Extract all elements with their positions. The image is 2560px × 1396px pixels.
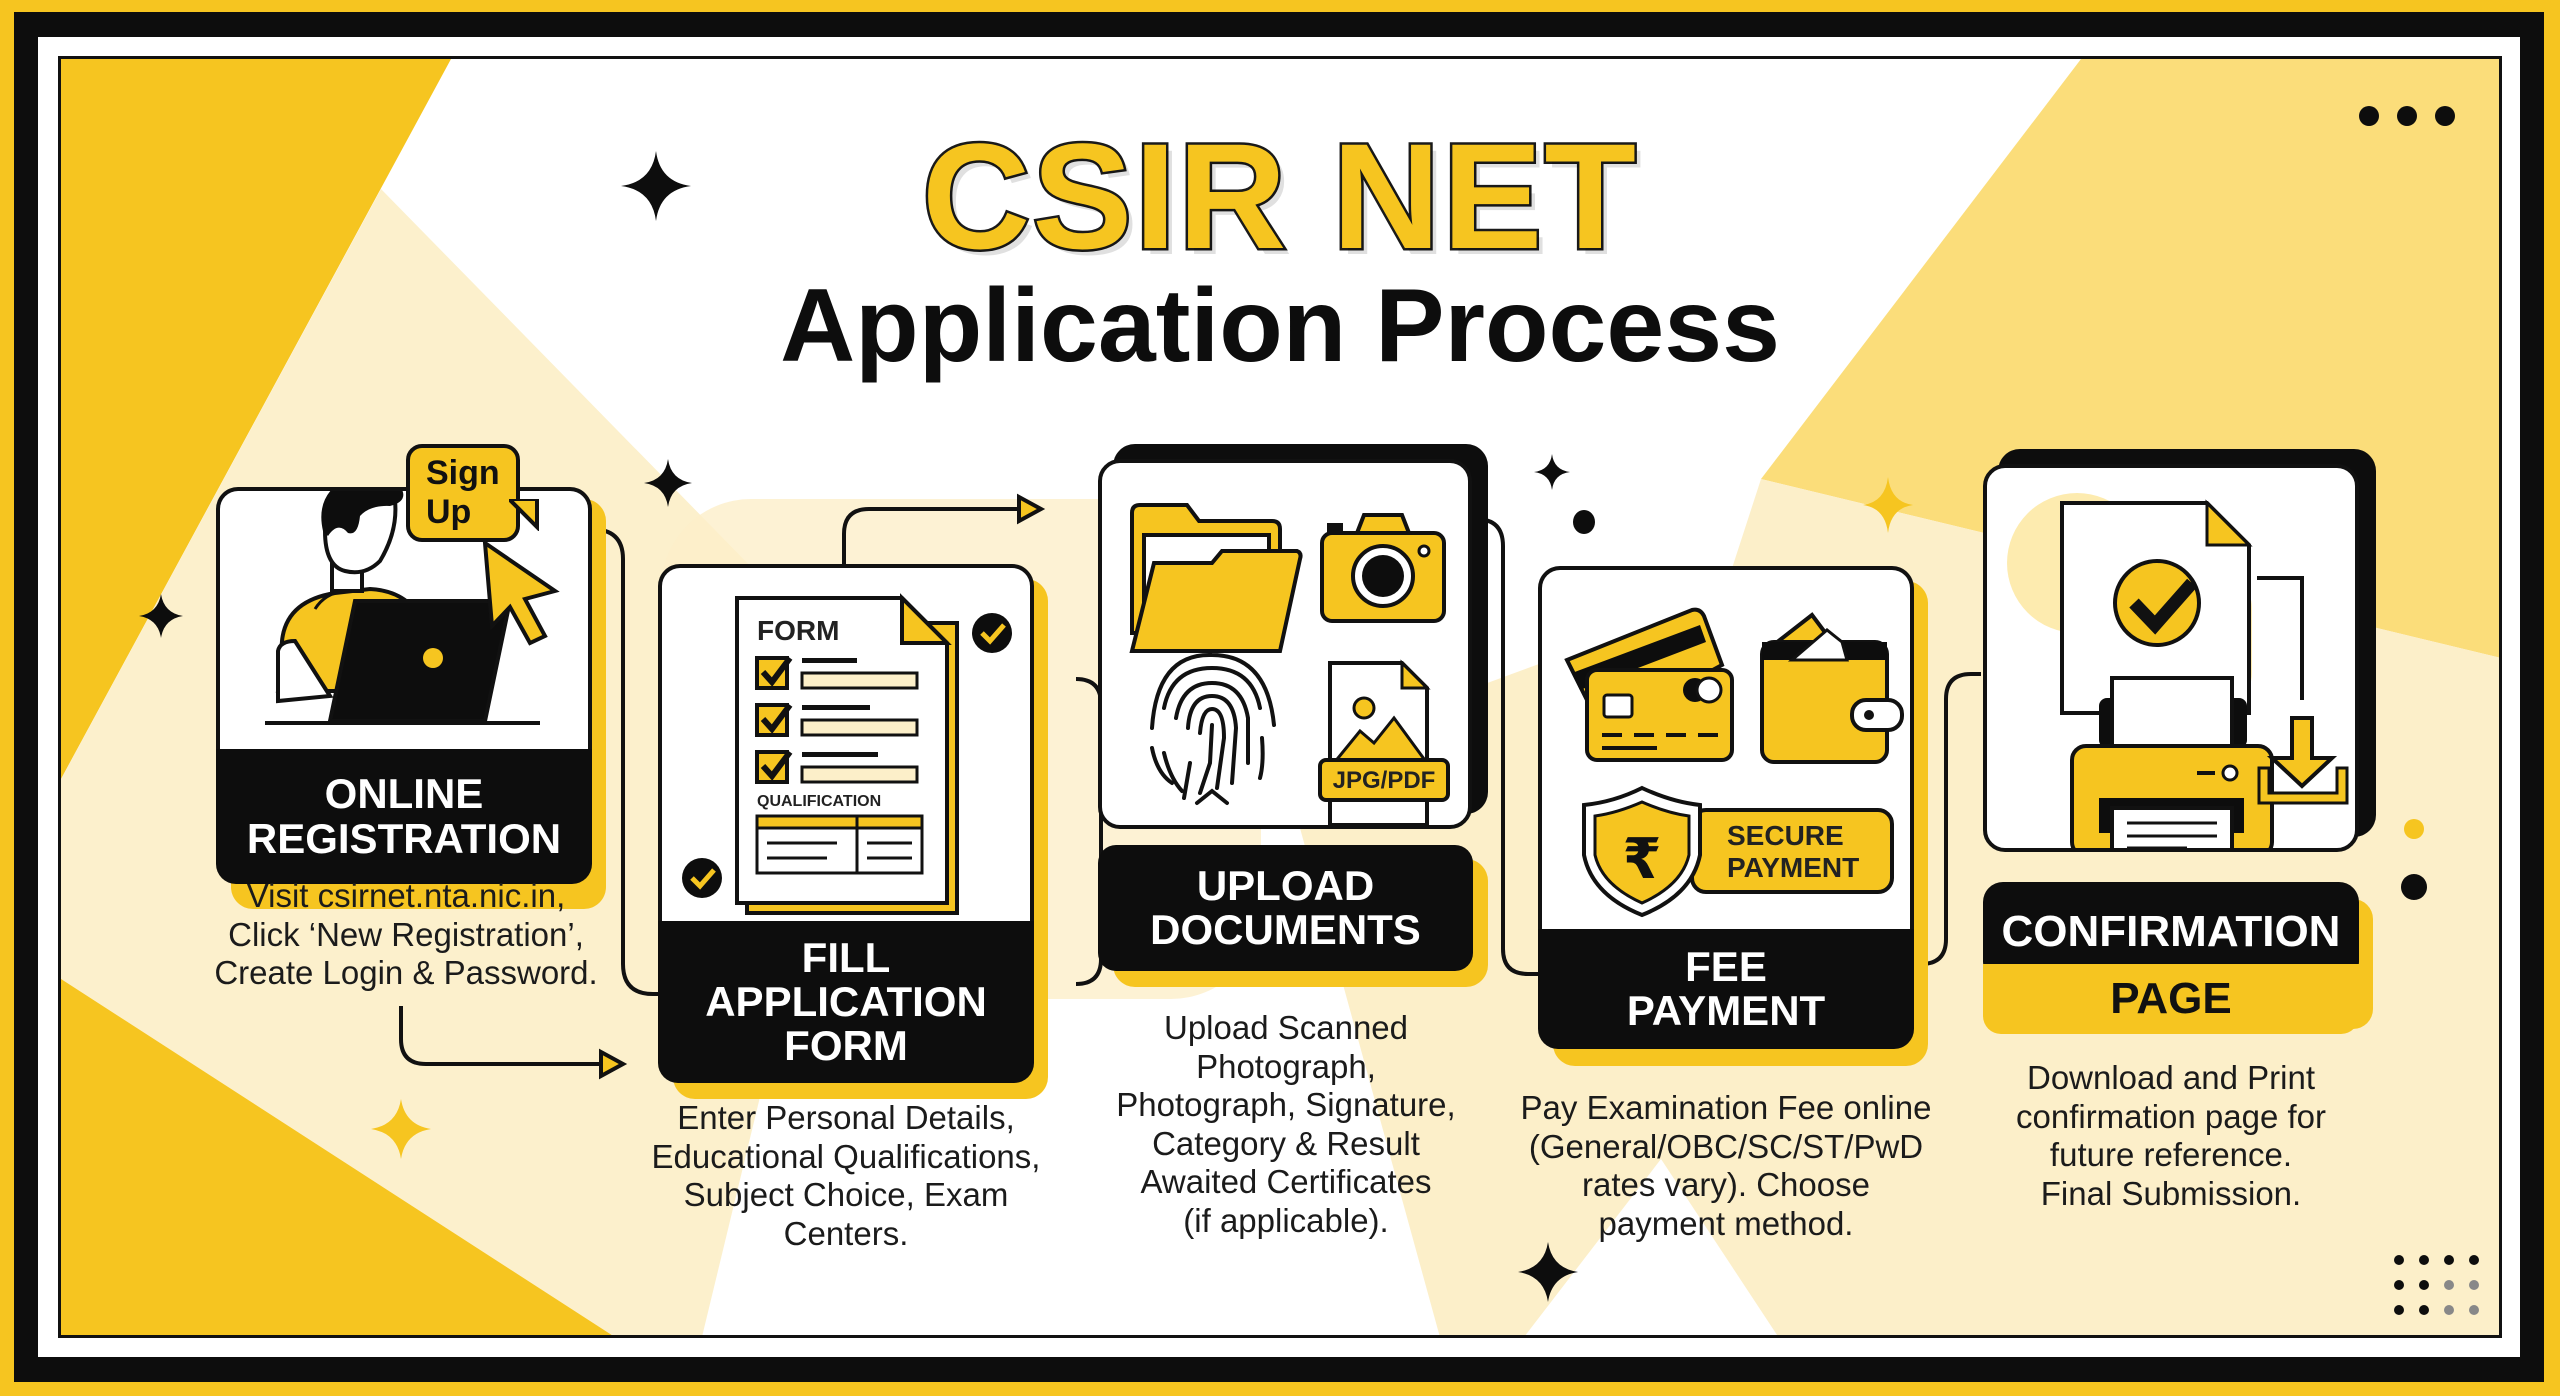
step-title-fill-application-form: FILL APPLICATION FORM	[658, 921, 1034, 1083]
check-document-icon	[2060, 499, 2253, 715]
three-dots-icon	[2359, 106, 2455, 126]
step-desc-fee-payment: Pay Examination Fee online (General/OBC/…	[1520, 1089, 1932, 1242]
sparkle-icon	[644, 459, 692, 507]
sign-up-bubble: Sign Up	[406, 444, 520, 542]
step-desc-fill-application-form: Enter Personal Details, Educational Qual…	[651, 1099, 1041, 1252]
image-file-icon: JPG/PDF	[1318, 659, 1450, 825]
payment-icons: SECURE PAYMENT ₹	[1542, 570, 1904, 918]
decor-dot	[1573, 510, 1595, 534]
decor-dot	[2401, 874, 2427, 900]
bg-shape-bottom-left	[61, 979, 612, 1335]
illustration-panel	[216, 487, 592, 749]
cursor-arrow-icon	[482, 538, 560, 646]
sparkle-icon	[1534, 454, 1570, 490]
infographic-canvas: CSIR NET Application Process	[58, 56, 2502, 1338]
confirmation-icons	[2007, 493, 2349, 848]
person-at-laptop-icon	[265, 491, 560, 725]
illustration-panel: SECURE PAYMENT ₹	[1538, 566, 1914, 934]
step-subtitle-page: PAGE	[1983, 964, 2359, 1034]
credit-card-icon	[1564, 607, 1734, 762]
step-desc-confirmation-page: Download and Print confirmation page for…	[2015, 1059, 2326, 1212]
svg-text:SECURE: SECURE	[1727, 820, 1844, 851]
sparkle-icon	[139, 594, 183, 638]
svg-text:JPG/PDF: JPG/PDF	[1333, 767, 1436, 794]
rupee-shield-icon: SECURE PAYMENT ₹	[1582, 785, 1894, 918]
svg-text:FORM: FORM	[757, 615, 839, 646]
decor-dot	[2404, 819, 2424, 839]
step-title-upload-documents: UPLOAD DOCUMENTS	[1098, 845, 1473, 971]
bg-shape-white-notch	[1525, 1159, 1778, 1335]
check-circle-icon	[972, 613, 1012, 653]
check-circle-icon	[682, 858, 722, 898]
step-desc-upload-documents: Upload Scanned Photograph, Photograph, S…	[1116, 1009, 1456, 1240]
sparkle-icon	[1518, 1242, 1578, 1302]
dot-grid-icon	[2394, 1255, 2479, 1315]
wallet-icon	[1762, 615, 1904, 764]
svg-text:PAYMENT: PAYMENT	[1727, 852, 1859, 883]
sparkle-icon	[1863, 477, 1913, 533]
download-icon	[2257, 716, 2349, 805]
step-title-fee-payment: FEE PAYMENT	[1538, 929, 1914, 1049]
page-subtitle: Application Process	[780, 268, 1780, 384]
upload-icons: JPG/PDF	[1129, 503, 1450, 825]
camera-icon	[1320, 513, 1446, 623]
fingerprint-icon	[1150, 652, 1276, 805]
page-title: CSIR NET	[919, 112, 1639, 280]
bg-shape-top-left	[61, 59, 451, 779]
sparkle-icon	[621, 151, 691, 221]
folder-icon	[1129, 503, 1303, 653]
illustration-panel: FORM QUALIFICATION	[658, 564, 1034, 926]
svg-text:QUALIFICATION: QUALIFICATION	[757, 793, 881, 810]
sparkle-icon	[371, 1099, 431, 1159]
illustration-panel: JPG/PDF	[1098, 459, 1472, 829]
svg-text:₹: ₹	[1623, 827, 1662, 892]
printer-icon	[2070, 676, 2274, 848]
step-desc-online-registration: Visit csirnet.nta.nic.in, Click ‘New Reg…	[214, 877, 598, 992]
illustration-panel	[1983, 464, 2359, 852]
bubble-tail	[509, 499, 539, 531]
checkbox-icon	[755, 656, 793, 784]
form-document-icon: FORM QUALIFICATION	[682, 593, 1012, 915]
step-title-online-registration: ONLINE REGISTRATION	[216, 749, 592, 884]
